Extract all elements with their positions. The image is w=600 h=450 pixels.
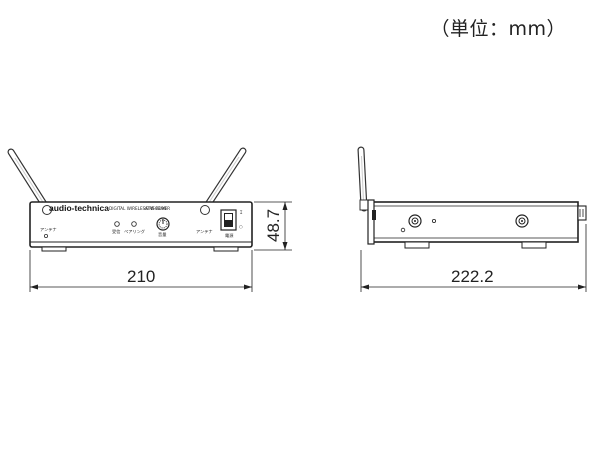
side-jack-1	[408, 214, 422, 228]
rear-connector	[577, 205, 587, 221]
side-front-foot	[404, 241, 430, 249]
brand-logo-text: audio-technica	[49, 203, 109, 213]
front-right-foot	[213, 246, 239, 252]
label-indicator-receive: 受信	[112, 228, 120, 235]
side-jack-2	[515, 214, 529, 228]
side-view: 222.2	[357, 146, 587, 292]
indicator-pairing	[131, 221, 137, 227]
label-indicator-pairing: ペアリング	[124, 228, 145, 235]
front-left-foot	[41, 246, 67, 252]
label-antenna-left: アンテナ	[40, 227, 57, 233]
model-title: DIGITAL WIRELESS RECEIVER	[109, 206, 170, 211]
jack-left	[44, 233, 49, 238]
unit-label: （単位：mm）	[430, 18, 566, 40]
front-panel	[29, 201, 253, 248]
side-depth-dimension	[360, 224, 587, 292]
label-antenna-right: アンテナ	[196, 229, 213, 235]
side-screw	[400, 227, 406, 233]
side-screw-2	[431, 218, 436, 223]
width-dimension-label: 210	[127, 267, 155, 286]
front-view: audio-technica DIGITAL WIRELESS RECEIVER…	[7, 147, 292, 292]
svg-text:○: ○	[239, 224, 243, 229]
svg-text:Ｉ: Ｉ	[239, 210, 243, 215]
power-switch: Ｉ ○	[220, 209, 243, 231]
indicator-receive	[114, 221, 120, 227]
side-rear-foot	[521, 241, 547, 249]
label-power: 電源	[225, 232, 234, 239]
height-dimension-label: 48.7	[264, 209, 283, 242]
side-panel	[371, 201, 579, 243]
front-height-dimension	[254, 201, 292, 251]
volume-knob	[156, 217, 170, 231]
front-width-dimension	[29, 250, 253, 292]
depth-dimension-label: 222.2	[451, 267, 494, 286]
side-antenna	[357, 146, 370, 212]
model-number: ATW-R190	[145, 206, 167, 211]
label-volume: 音量	[158, 231, 166, 238]
